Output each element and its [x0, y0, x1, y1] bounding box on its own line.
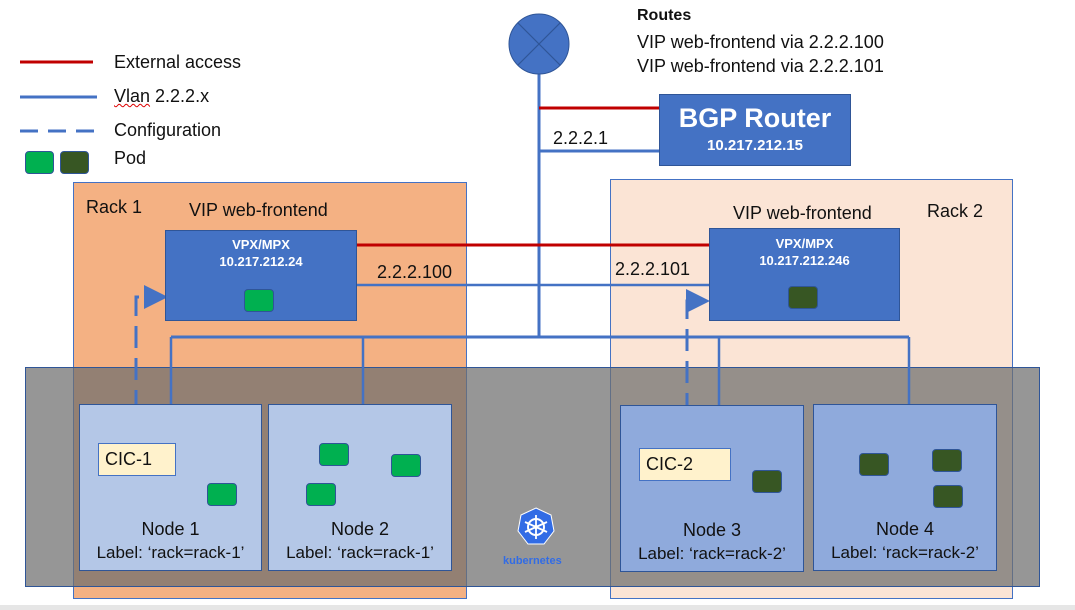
pod: [859, 453, 889, 476]
bottom-edge: [0, 605, 1075, 610]
vpx-rack-2-title: VPX/MPX: [775, 236, 834, 251]
rack-1-vip-label: VIP web-frontend: [189, 200, 328, 220]
kubernetes-helm-icon: [517, 507, 555, 545]
config-line-cic2: [685, 289, 710, 447]
node-3-name: Node 3: [682, 520, 742, 540]
vpx-rack-1-title: VPX/MPX: [232, 237, 290, 252]
legend-pod-light-swatch: [25, 151, 54, 174]
vpx-rack-2-ip: 10.217.212.246: [759, 253, 850, 268]
rack-1-vlan-ip: 2.2.2.100: [377, 262, 453, 282]
rack-2-vlan-ip: 2.2.2.101: [615, 259, 691, 279]
legend-external-label: External access: [114, 52, 242, 72]
rack-1-label: Rack 1: [86, 197, 143, 217]
vpx-rack-1: VPX/MPX 10.217.212.24: [165, 230, 357, 321]
pod: [933, 485, 963, 508]
node-4-label: Label: ‘rack=rack-2’: [831, 543, 979, 562]
spellcheck-underline: Vlan: [114, 86, 151, 106]
bgp-router: BGP Router 10.217.212.15: [659, 94, 851, 166]
router-cross-icon: [508, 13, 570, 75]
bgp-link-label: 2.2.2.1: [553, 128, 609, 148]
bgp-router-title: BGP Router: [678, 103, 832, 133]
rack-2-vip-label: VIP web-frontend: [733, 203, 872, 223]
node-3: CIC-2 Node 3 Label: ‘rack=rack-2’: [620, 405, 804, 572]
node-2-name: Node 2: [330, 519, 390, 539]
rack-2-label: Rack 2: [927, 201, 984, 221]
config-line-cic1: [134, 285, 168, 444]
pod: [932, 449, 962, 472]
bgp-router-ip: 10.217.212.15: [707, 137, 803, 154]
cic-2-box: CIC-2: [639, 448, 731, 481]
routes-title: Routes: [637, 7, 692, 24]
node-1-label: Label: ‘rack=rack-1’: [96, 543, 245, 562]
pod: [306, 483, 336, 506]
node-1: CIC-1 Node 1 Label: ‘rack=rack-1’: [79, 404, 262, 571]
legend-config-label: Configuration: [114, 120, 222, 140]
legend-pod-dark-swatch: [60, 151, 89, 174]
pod: [319, 443, 349, 466]
legend-vlan-label: Vlan 2.2.2.x: [114, 86, 210, 106]
node-2-label: Label: ‘rack=rack-1’: [286, 543, 434, 562]
pod: [752, 470, 782, 493]
vpx-rack-1-pod: [244, 289, 274, 312]
route-line-2: VIP web-frontend via 2.2.2.101: [637, 56, 884, 76]
pod: [391, 454, 421, 477]
node-3-label: Label: ‘rack=rack-2’: [638, 544, 786, 563]
cic-1-box: CIC-1: [98, 443, 176, 476]
kubernetes-label: kubernetes: [503, 555, 562, 567]
vpx-rack-2-pod: [788, 286, 818, 309]
node-2: Node 2 Label: ‘rack=rack-1’: [268, 404, 452, 571]
vpx-rack-2: VPX/MPX 10.217.212.246: [709, 228, 900, 321]
node-4-name: Node 4: [875, 519, 935, 539]
node-1-name: Node 1: [141, 519, 200, 539]
legend-pod-label: Pod: [114, 148, 147, 168]
node-4: Node 4 Label: ‘rack=rack-2’: [813, 404, 997, 571]
route-line-1: VIP web-frontend via 2.2.2.100: [637, 32, 884, 52]
vpx-rack-1-ip: 10.217.212.24: [219, 254, 303, 269]
pod: [207, 483, 237, 506]
